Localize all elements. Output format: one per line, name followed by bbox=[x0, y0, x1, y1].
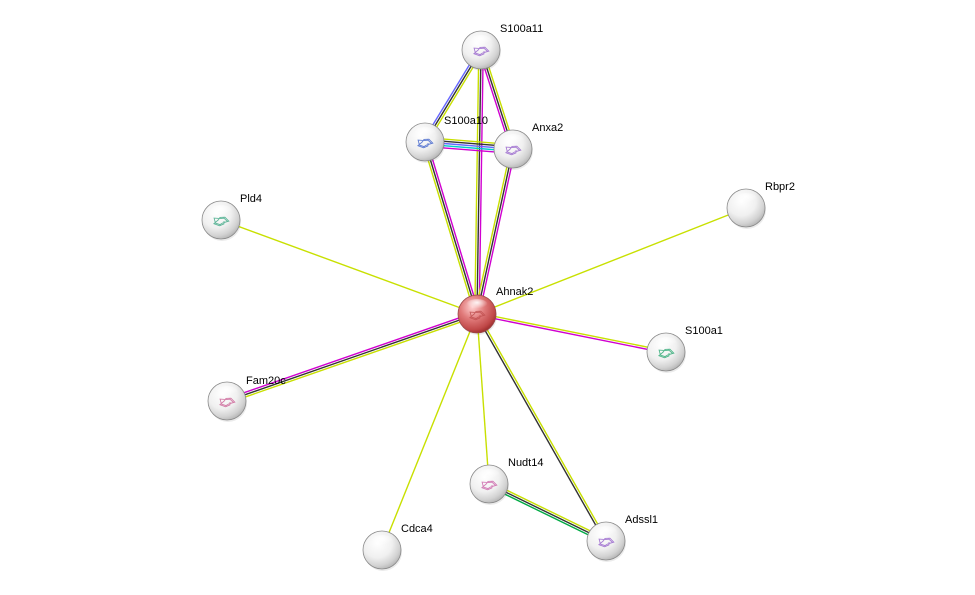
edge-evidence-line bbox=[477, 313, 608, 541]
node-anxa2[interactable]: Anxa2 bbox=[493, 122, 563, 170]
node-highlight bbox=[470, 35, 492, 47]
protein-structure-icon bbox=[658, 348, 675, 359]
edge-evidence-line bbox=[476, 49, 482, 315]
node-label-s100a10: S100a10 bbox=[444, 115, 488, 127]
edge-evidence-line bbox=[478, 50, 484, 315]
edge-evidence-line bbox=[477, 312, 667, 352]
node-label-nudt14: Nudt14 bbox=[508, 457, 543, 469]
node-ahnak2[interactable]: Ahnak2 bbox=[457, 286, 533, 335]
edge-evidence-line bbox=[476, 207, 747, 315]
edge-ahnak2-s100a11[interactable] bbox=[474, 49, 484, 315]
node-label-pld4: Pld4 bbox=[240, 193, 262, 205]
node-highlight bbox=[210, 205, 232, 217]
edge-evidence-line bbox=[476, 314, 666, 354]
edge-nudt14-adssl1[interactable] bbox=[487, 481, 608, 544]
node-adssl1[interactable]: Adssl1 bbox=[586, 514, 658, 562]
edge-evidence-line bbox=[226, 311, 477, 400]
edge-evidence-line bbox=[487, 485, 606, 544]
node-rbpr2[interactable]: Rbpr2 bbox=[726, 181, 795, 229]
protein-structure-icon bbox=[473, 46, 490, 57]
node-label-fam20c: Fam20c bbox=[246, 375, 286, 387]
edge-evidence-line bbox=[422, 142, 476, 315]
protein-structure-icon bbox=[598, 537, 615, 548]
node-label-ahnak2: Ahnak2 bbox=[496, 286, 533, 298]
node-highlight bbox=[595, 526, 617, 538]
edge-ahnak2-cdca4[interactable] bbox=[381, 313, 478, 551]
edge-evidence-line bbox=[226, 313, 478, 402]
node-label-adssl1: Adssl1 bbox=[625, 514, 658, 526]
edge-evidence-line bbox=[474, 148, 512, 314]
edge-evidence-line bbox=[489, 481, 608, 540]
node-highlight bbox=[735, 193, 757, 205]
edge-ahnak2-pld4[interactable] bbox=[220, 219, 478, 315]
edge-evidence-line bbox=[381, 313, 478, 551]
node-label-s100a11: S100a11 bbox=[500, 23, 543, 35]
node-highlight bbox=[371, 535, 393, 547]
edge-evidence-line bbox=[227, 315, 478, 404]
edge-ahnak2-s100a1[interactable] bbox=[476, 312, 667, 354]
edge-evidence-line bbox=[488, 483, 607, 542]
edge-evidence-line bbox=[426, 141, 480, 314]
node-nudt14[interactable]: Nudt14 bbox=[469, 457, 543, 505]
protein-structure-icon bbox=[417, 138, 434, 149]
node-s100a10[interactable]: S100a10 bbox=[405, 115, 488, 163]
node-fam20c[interactable]: Fam20c bbox=[207, 375, 286, 422]
node-s100a11[interactable]: S100a11 bbox=[461, 23, 543, 71]
protein-structure-icon bbox=[213, 216, 230, 227]
node-label-cdca4: Cdca4 bbox=[401, 523, 433, 535]
node-label-anxa2: Anxa2 bbox=[532, 122, 563, 134]
edge-evidence-line bbox=[475, 314, 606, 542]
edge-ahnak2-anxa2[interactable] bbox=[474, 148, 516, 315]
edge-evidence-line bbox=[424, 141, 478, 315]
protein-structure-icon bbox=[469, 310, 486, 321]
protein-structure-icon bbox=[505, 145, 522, 156]
edge-evidence-line bbox=[478, 149, 516, 315]
edge-ahnak2-adssl1[interactable] bbox=[475, 313, 608, 542]
node-label-rbpr2: Rbpr2 bbox=[765, 181, 795, 193]
node-pld4[interactable]: Pld4 bbox=[201, 193, 262, 241]
node-cdca4[interactable]: Cdca4 bbox=[362, 523, 433, 571]
node-highlight bbox=[502, 134, 524, 146]
edge-evidence-line bbox=[474, 49, 480, 314]
node-highlight bbox=[216, 386, 238, 398]
node-highlight bbox=[414, 127, 436, 139]
node-highlight bbox=[478, 469, 500, 481]
edge-ahnak2-rbpr2[interactable] bbox=[476, 207, 747, 315]
protein-structure-icon bbox=[219, 397, 236, 408]
edge-evidence-line bbox=[220, 219, 478, 315]
node-highlight bbox=[655, 337, 677, 349]
edge-evidence-line bbox=[476, 148, 514, 315]
node-label-s100a1: S100a1 bbox=[685, 325, 723, 337]
edge-evidence-line bbox=[476, 313, 490, 485]
edge-ahnak2-s100a10[interactable] bbox=[422, 141, 480, 315]
edge-ahnak2-nudt14[interactable] bbox=[476, 313, 490, 485]
protein-structure-icon bbox=[481, 480, 498, 491]
node-s100a1[interactable]: S100a1 bbox=[646, 325, 723, 373]
edge-ahnak2-fam20c[interactable] bbox=[226, 311, 478, 404]
node-highlight bbox=[466, 299, 488, 311]
